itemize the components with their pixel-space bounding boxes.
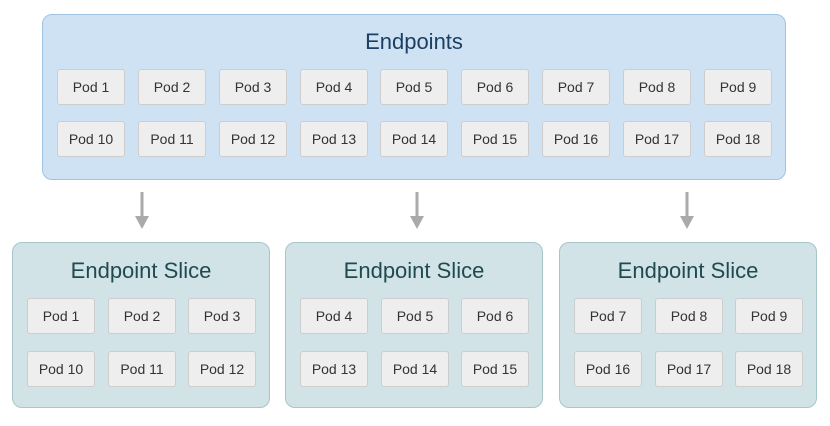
endpoints-pod-15: Pod 15 <box>461 121 529 157</box>
slice-pod: Pod 8 <box>655 298 723 334</box>
endpoints-box: Endpoints Pod 1 Pod 2 Pod 3 Pod 4 Pod 5 … <box>42 14 786 180</box>
slice-pod: Pod 9 <box>735 298 803 334</box>
endpoints-title: Endpoints <box>365 29 463 54</box>
slice-pod: Pod 11 <box>108 351 176 387</box>
endpoints-pod-12: Pod 12 <box>219 121 287 157</box>
endpoints-pod-5: Pod 5 <box>380 69 448 105</box>
endpoint-slice-1: Endpoint Slice Pod 1 Pod 2 Pod 3 Pod 10 … <box>12 242 270 408</box>
slice-pod: Pod 16 <box>574 351 642 387</box>
endpoints-pod-4: Pod 4 <box>300 69 368 105</box>
endpoints-pod-11: Pod 11 <box>138 121 206 157</box>
endpoints-pod-7: Pod 7 <box>542 69 610 105</box>
slice-pod: Pod 4 <box>300 298 368 334</box>
endpoints-pod-16: Pod 16 <box>542 121 610 157</box>
endpoints-pod-1: Pod 1 <box>57 69 125 105</box>
endpoints-pod-8: Pod 8 <box>623 69 691 105</box>
endpoints-pod-9: Pod 9 <box>704 69 772 105</box>
endpoints-pod-6: Pod 6 <box>461 69 529 105</box>
endpoint-slice-title: Endpoint Slice <box>617 258 759 283</box>
slice-pod: Pod 10 <box>27 351 95 387</box>
slice-pod: Pod 18 <box>735 351 803 387</box>
endpoints-pod-14: Pod 14 <box>380 121 448 157</box>
slice-pod: Pod 1 <box>27 298 95 334</box>
endpoint-slice-title: Endpoint Slice <box>343 258 485 283</box>
endpoint-slice-title: Endpoint Slice <box>70 258 212 283</box>
arrow-down-icon <box>410 192 424 229</box>
endpoints-pod-13: Pod 13 <box>300 121 368 157</box>
slice-pod: Pod 12 <box>188 351 256 387</box>
endpoints-pod-18: Pod 18 <box>704 121 772 157</box>
endpoint-slice-3: Endpoint Slice Pod 7 Pod 8 Pod 9 Pod 16 … <box>559 242 817 408</box>
slice-pod: Pod 6 <box>461 298 529 334</box>
slice-pod: Pod 2 <box>108 298 176 334</box>
slice-pod: Pod 3 <box>188 298 256 334</box>
endpoints-pod-17: Pod 17 <box>623 121 691 157</box>
slice-pod: Pod 13 <box>300 351 368 387</box>
slice-pod: Pod 5 <box>381 298 449 334</box>
endpoints-pod-2: Pod 2 <box>138 69 206 105</box>
slice-pod: Pod 15 <box>461 351 529 387</box>
endpoints-pod-3: Pod 3 <box>219 69 287 105</box>
slice-pod: Pod 7 <box>574 298 642 334</box>
endpoints-pod-10: Pod 10 <box>57 121 125 157</box>
endpoint-slice-2: Endpoint Slice Pod 4 Pod 5 Pod 6 Pod 13 … <box>285 242 543 408</box>
arrow-down-icon <box>680 192 694 229</box>
arrow-down-icon <box>135 192 149 229</box>
slice-pod: Pod 14 <box>381 351 449 387</box>
slice-pod: Pod 17 <box>655 351 723 387</box>
